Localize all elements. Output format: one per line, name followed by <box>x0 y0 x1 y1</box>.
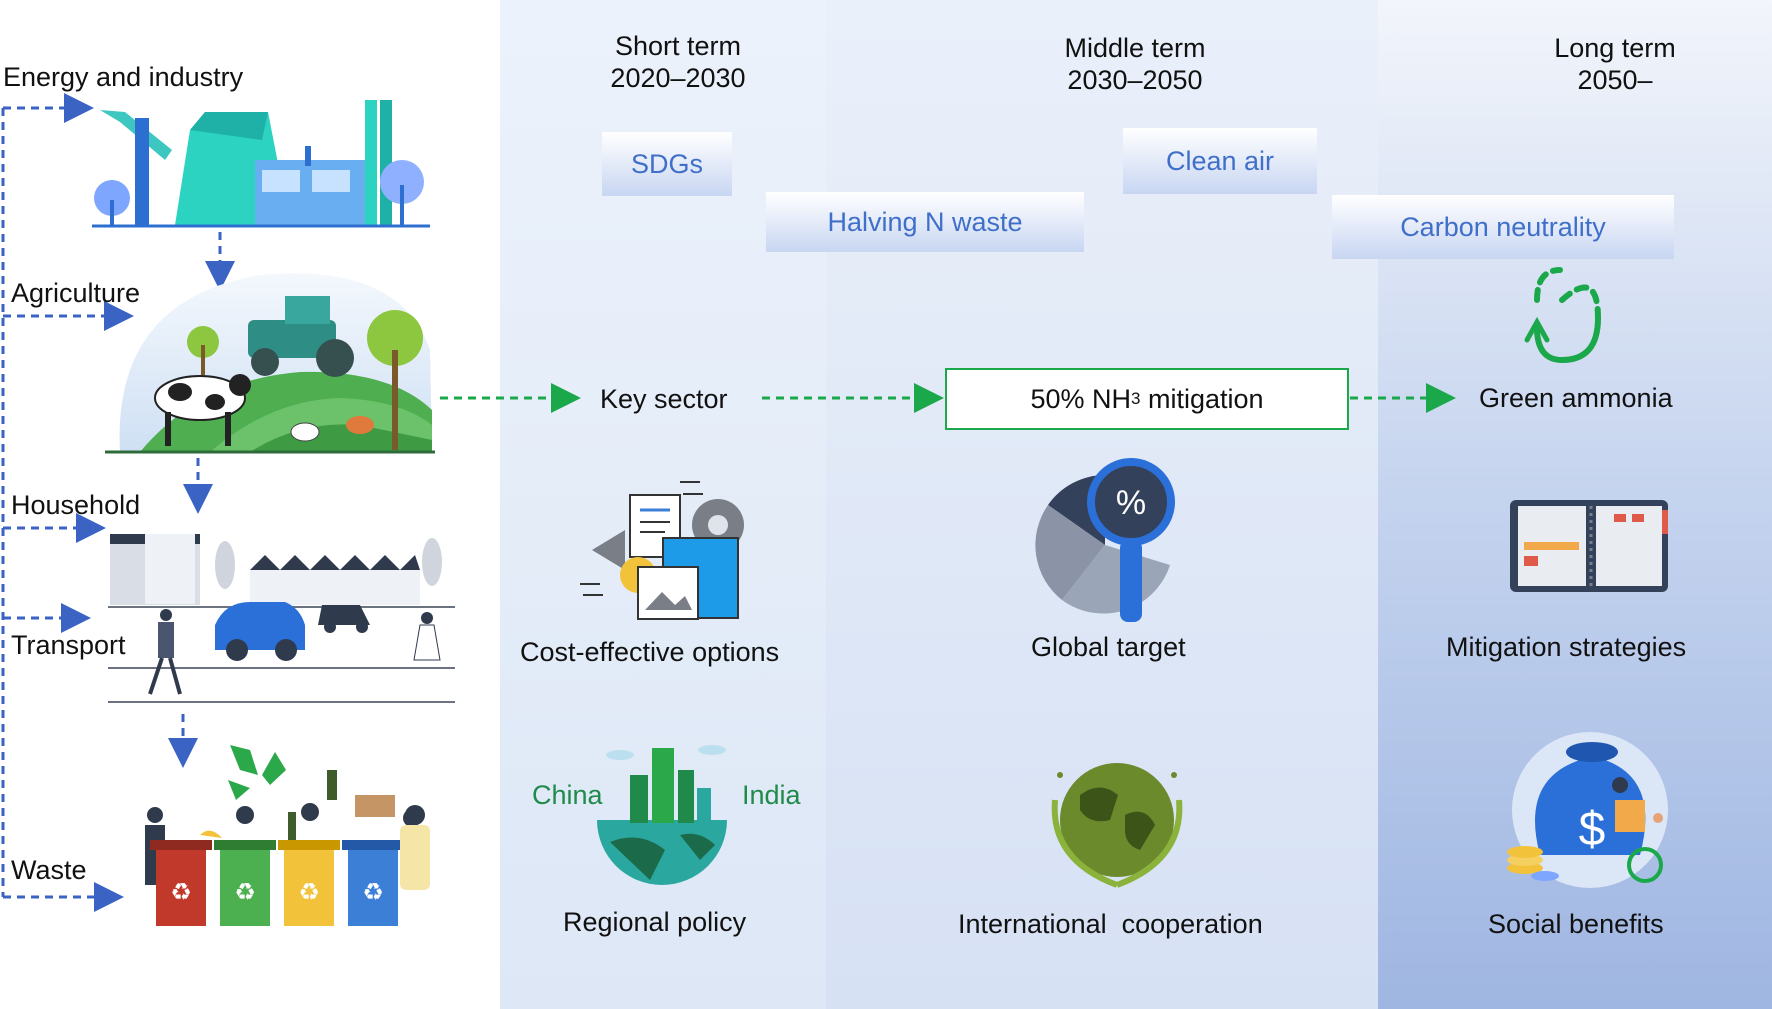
svg-text:%: % <box>1116 484 1146 522</box>
key-sector-label: Key sector <box>600 384 728 414</box>
goal-halving-n-waste: Halving N waste <box>766 192 1084 252</box>
household-transport-illustration <box>108 534 455 703</box>
mitigation-strategies-label: Mitigation strategies <box>1446 632 1687 662</box>
energy-industry-illustration <box>92 100 430 228</box>
regional-policy-label: Regional policy <box>563 907 747 937</box>
sector-label-waste: Waste <box>11 855 87 885</box>
waste-illustration: ♻ ♻ ♻ ♻ <box>145 745 430 926</box>
period-header-short: Short term 2020–2030 <box>598 30 758 94</box>
india-label: India <box>742 780 801 810</box>
green-ammonia-label: Green ammonia <box>1479 383 1673 413</box>
pie-magnifier-icon: % <box>1035 458 1175 622</box>
agriculture-illustration <box>105 273 435 454</box>
cost-effective-options-label: Cost-effective options <box>520 637 780 667</box>
period-header-middle: Middle term 2030–2050 <box>1040 32 1230 96</box>
recycle-loop-icon <box>1524 267 1601 364</box>
international-cooperation-label: International cooperation <box>958 909 1263 939</box>
goal-sdgs: SDGs <box>602 132 732 196</box>
sector-label-transport: Transport <box>11 630 126 660</box>
goal-clean-air: Clean air <box>1123 128 1317 194</box>
documents-gear-icon <box>580 481 744 620</box>
mitigation-prefix: 50% NH <box>1030 383 1131 414</box>
global-target-label: Global target <box>1031 632 1186 662</box>
svg-text:♻: ♻ <box>362 879 384 906</box>
sector-label-agriculture: Agriculture <box>11 278 141 308</box>
period-name-middle: Middle term <box>1064 33 1206 63</box>
sector-label-energy-industry: Energy and industry <box>3 62 244 92</box>
period-name-short: Short term <box>614 31 742 61</box>
sector-label-household: Household <box>11 490 141 520</box>
city-globe-icon <box>597 745 727 885</box>
svg-text:♻: ♻ <box>170 879 192 906</box>
svg-text:$: $ <box>1579 803 1606 856</box>
globe-laurel-icon <box>1051 763 1183 888</box>
mitigation-subscript: 3 <box>1131 389 1141 408</box>
period-years-short: 2020–2030 <box>610 63 746 93</box>
goal-carbon-neutrality: Carbon neutrality <box>1332 195 1674 259</box>
period-header-long: Long term 2050– <box>1540 32 1690 96</box>
period-years-middle: 2030–2050 <box>1067 65 1203 95</box>
svg-text:♻: ♻ <box>298 879 320 906</box>
social-benefits-label: Social benefits <box>1488 909 1664 939</box>
svg-text:♻: ♻ <box>234 879 256 906</box>
planner-book-icon <box>1510 500 1668 592</box>
money-bag-icon: $ <box>1507 732 1668 888</box>
period-years-long: 2050– <box>1577 65 1653 95</box>
sector-connector-lines <box>1 93 235 912</box>
china-label: China <box>532 780 603 810</box>
period-name-long: Long term <box>1554 33 1676 63</box>
mitigation-suffix: mitigation <box>1140 383 1264 414</box>
